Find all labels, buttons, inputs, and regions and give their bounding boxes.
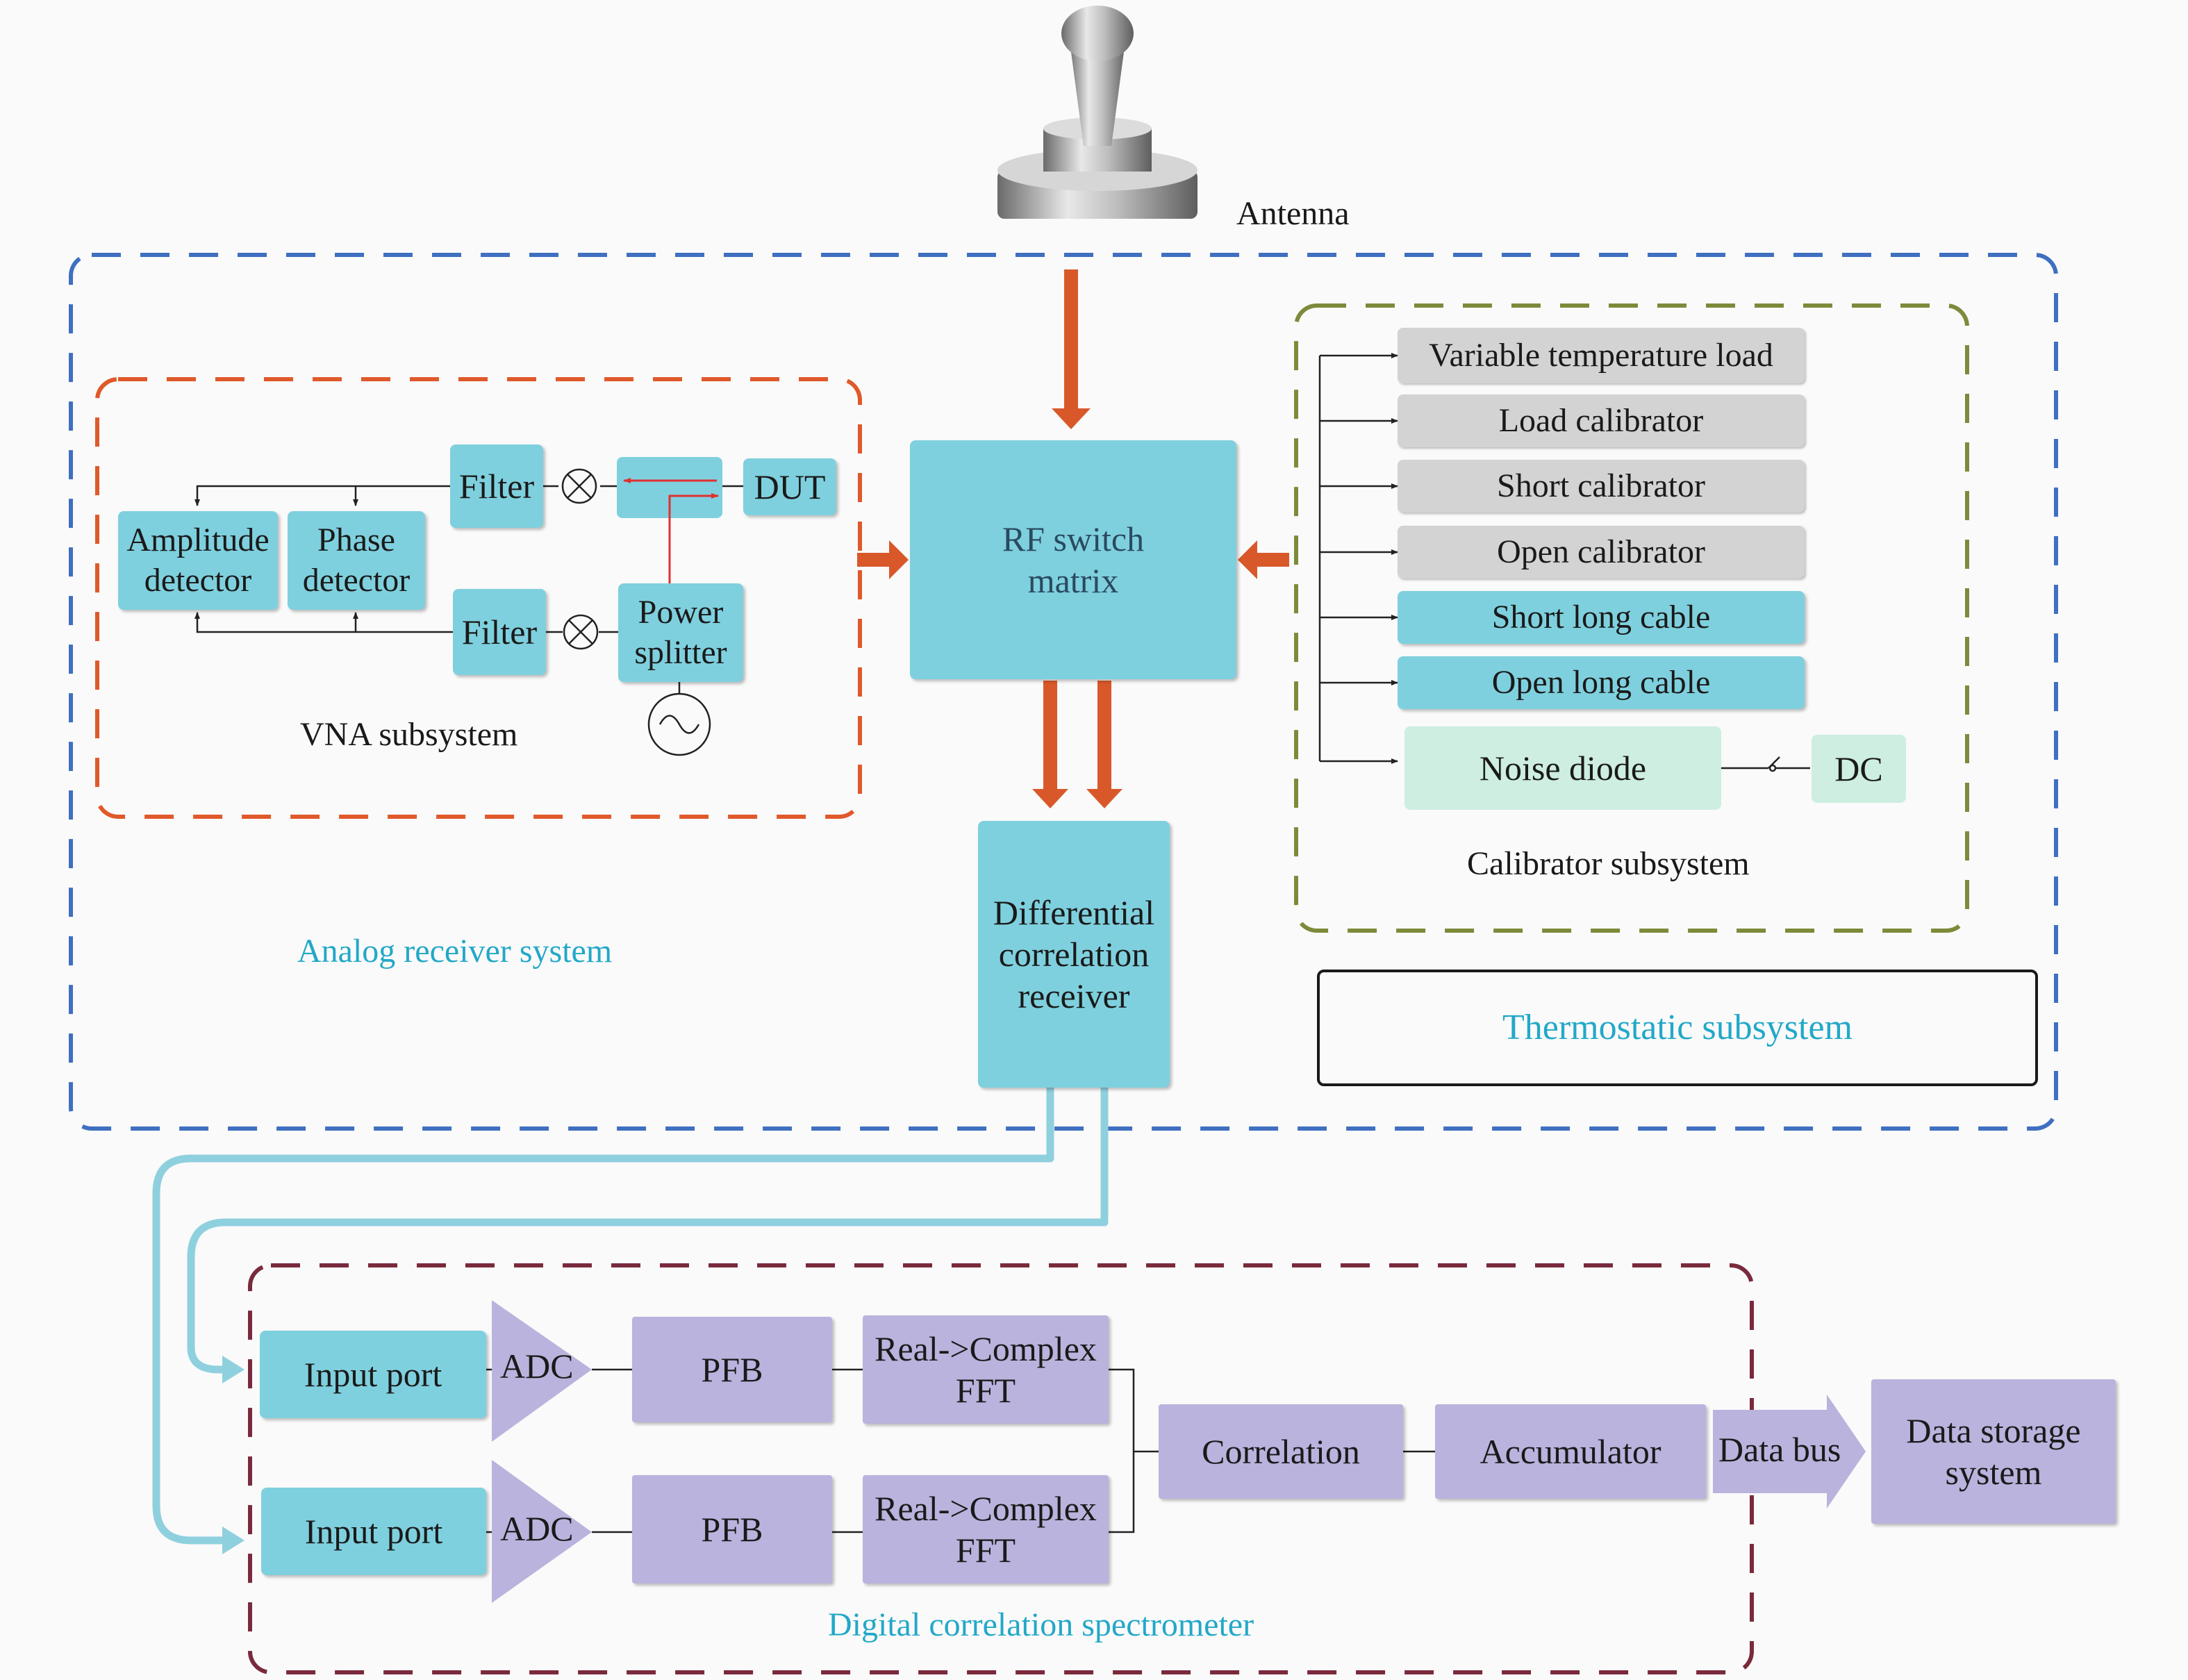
fft-2: Real->Complex FFT <box>863 1475 1109 1583</box>
adc-label-1: ADC <box>500 1347 574 1386</box>
pfb-1: PFB <box>632 1317 832 1422</box>
calibrator-item-open-calibrator: Open calibrator <box>1398 526 1805 579</box>
data-bus-arrow <box>1713 1395 1866 1508</box>
dc-source: DC <box>1812 735 1906 803</box>
vna-subsystem-label: VNA subsystem <box>300 716 518 753</box>
analog-receiver-border <box>69 253 2058 1131</box>
input-port-2: Input port <box>261 1488 486 1575</box>
calibrator-item-short-long-cable: Short long cable <box>1398 591 1805 644</box>
spectrometer-wiring <box>486 1368 1435 1533</box>
directional-coupler <box>617 457 722 518</box>
differential-correlation-receiver: Differential correlation receiver <box>978 821 1170 1088</box>
adc-triangle-2 <box>492 1460 592 1603</box>
correlation-block: Correlation <box>1159 1404 1403 1499</box>
calibrator-subsystem-label: Calibrator subsystem <box>1467 845 1750 882</box>
antenna-label: Antenna <box>1236 195 1350 232</box>
calibrator-to-switch-arrow <box>1238 540 1289 579</box>
calibrator-item-open-long-cable: Open long cable <box>1398 656 1805 709</box>
calibrator-item-short-calibrator: Short calibrator <box>1398 460 1805 513</box>
signal-paths <box>152 1088 1109 1545</box>
data-storage-system: Data storage system <box>1871 1379 2116 1524</box>
amplitude-detector: Amplitude detector <box>118 511 278 610</box>
thermostatic-subsystem-label: Thermostatic subsystem <box>1502 1007 1853 1047</box>
filter-bottom: Filter <box>453 589 546 675</box>
dut-box: DUT <box>743 458 836 515</box>
thermostatic-border <box>1317 970 2038 1086</box>
calibrator-subsystem-border <box>1294 303 1969 933</box>
vna-wiring <box>194 485 743 693</box>
noise-diode: Noise diode <box>1404 726 1721 810</box>
input-port-1: Input port <box>260 1331 486 1418</box>
power-splitter: Power splitter <box>618 583 743 682</box>
rf-switch-matrix: RF switch matrix <box>910 440 1236 679</box>
calibrator-wiring <box>1318 353 1810 772</box>
calibrator-item-variable-temperature-load: Variable temperature load <box>1398 328 1805 383</box>
vna-to-switch-arrow <box>857 540 909 579</box>
adc-triangle-1 <box>492 1300 592 1442</box>
antenna-to-switch-arrow <box>1052 269 1091 429</box>
fft-1: Real->Complex FFT <box>863 1315 1109 1424</box>
switch-to-receiver-arrow-1 <box>1032 681 1068 808</box>
orange-arrows <box>857 269 1289 808</box>
pfb-2: PFB <box>632 1475 832 1583</box>
signal-arrowheads <box>222 1356 245 1554</box>
vna-subsystem-border <box>95 377 862 819</box>
spectrometer-label: Digital correlation spectrometer <box>828 1606 1254 1643</box>
adc-label-2: ADC <box>500 1509 574 1548</box>
mixer-icon-top <box>561 468 597 504</box>
data-bus-label: Data bus <box>1718 1430 1841 1469</box>
calibrator-item-load-calibrator: Load calibrator <box>1398 394 1805 447</box>
signal-source-icon <box>647 692 711 756</box>
phase-detector: Phase detector <box>288 511 425 610</box>
analog-receiver-label: Analog receiver system <box>297 933 613 970</box>
filter-top: Filter <box>450 444 543 528</box>
accumulator-block: Accumulator <box>1435 1404 1706 1499</box>
mixer-icon-bottom <box>563 614 599 650</box>
switch-to-receiver-arrow-2 <box>1086 681 1122 808</box>
antenna-icon <box>997 6 1197 219</box>
